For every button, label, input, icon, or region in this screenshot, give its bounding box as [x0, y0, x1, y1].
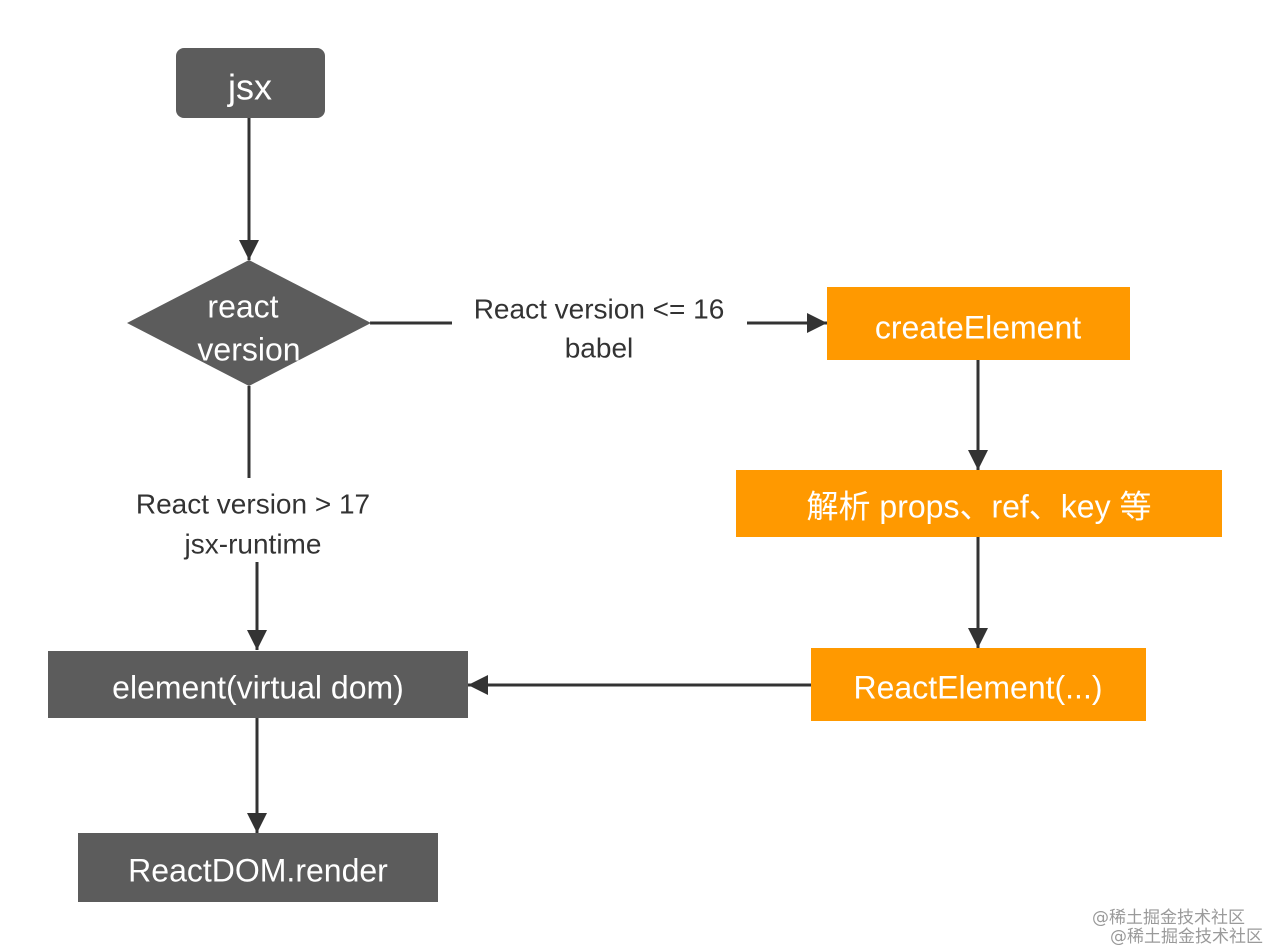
watermark-line2: @稀土掘金技术社区	[1110, 927, 1263, 947]
node-parse-props: 解析 props、ref、key 等	[736, 470, 1222, 537]
node-parse-props-label: 解析 props、ref、key 等	[807, 488, 1152, 524]
watermark-line1: @稀土掘金技术社区	[1092, 908, 1245, 928]
node-react-element: ReactElement(...)	[811, 648, 1146, 721]
edge-label-modern-line2: jsx-runtime	[184, 528, 322, 559]
edge-label-modern-line1: React version > 17	[136, 488, 370, 519]
node-react-element-label: ReactElement(...)	[854, 669, 1103, 705]
node-create-element-label: createElement	[875, 309, 1081, 345]
node-create-element: createElement	[827, 287, 1130, 360]
node-element-virtual-dom-label: element(virtual dom)	[112, 669, 404, 705]
node-element-virtual-dom: element(virtual dom)	[48, 651, 468, 718]
decision-label-line2: version	[197, 331, 300, 367]
edge-label-legacy-line1: React version <= 16	[474, 293, 725, 324]
node-jsx: jsx	[176, 48, 325, 118]
node-react-version-decision: react version	[127, 260, 371, 386]
node-reactdom-render: ReactDOM.render	[78, 833, 438, 902]
node-jsx-label: jsx	[227, 67, 272, 108]
edge-label-legacy-line2: babel	[565, 332, 634, 363]
node-reactdom-render-label: ReactDOM.render	[128, 852, 388, 888]
decision-label-line1: react	[207, 288, 278, 324]
